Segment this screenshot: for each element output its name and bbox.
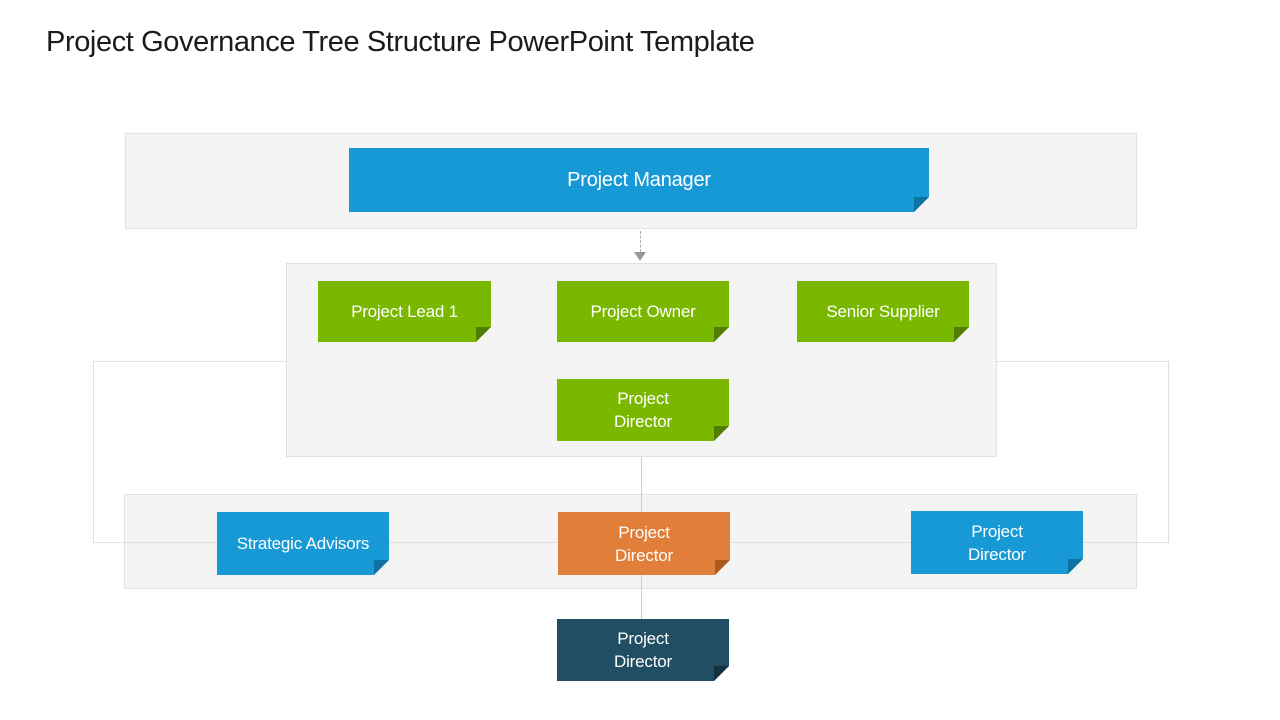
node-project-director-blue: Project Director bbox=[911, 511, 1083, 574]
node-label: Project Director bbox=[614, 389, 672, 431]
node-senior-supplier: Senior Supplier bbox=[797, 281, 969, 342]
node-label: Project Director bbox=[615, 522, 673, 565]
node-label: Strategic Advisors bbox=[236, 534, 370, 553]
connector-dashed-line bbox=[640, 231, 641, 252]
node-label: Project Director bbox=[968, 521, 1026, 564]
node-project-manager: Project Manager bbox=[349, 148, 929, 212]
node-label: Project Director bbox=[614, 629, 672, 671]
slide-title: Project Governance Tree Structure PowerP… bbox=[46, 26, 755, 58]
node-project-lead-1: Project Lead 1 bbox=[318, 281, 491, 342]
node-label: Project Manager bbox=[567, 168, 711, 191]
node-label: Project Lead 1 bbox=[351, 302, 458, 321]
node-label: Senior Supplier bbox=[826, 302, 940, 321]
arrow-down-icon bbox=[634, 252, 646, 261]
node-project-director-navy: Project Director bbox=[557, 619, 729, 681]
node-label: Project Owner bbox=[590, 302, 696, 321]
node-project-director-green: Project Director bbox=[557, 379, 729, 441]
node-strategic-advisors: Strategic Advisors bbox=[217, 512, 389, 575]
node-project-owner: Project Owner bbox=[557, 281, 729, 342]
node-project-director-orange: Project Director bbox=[558, 512, 730, 575]
